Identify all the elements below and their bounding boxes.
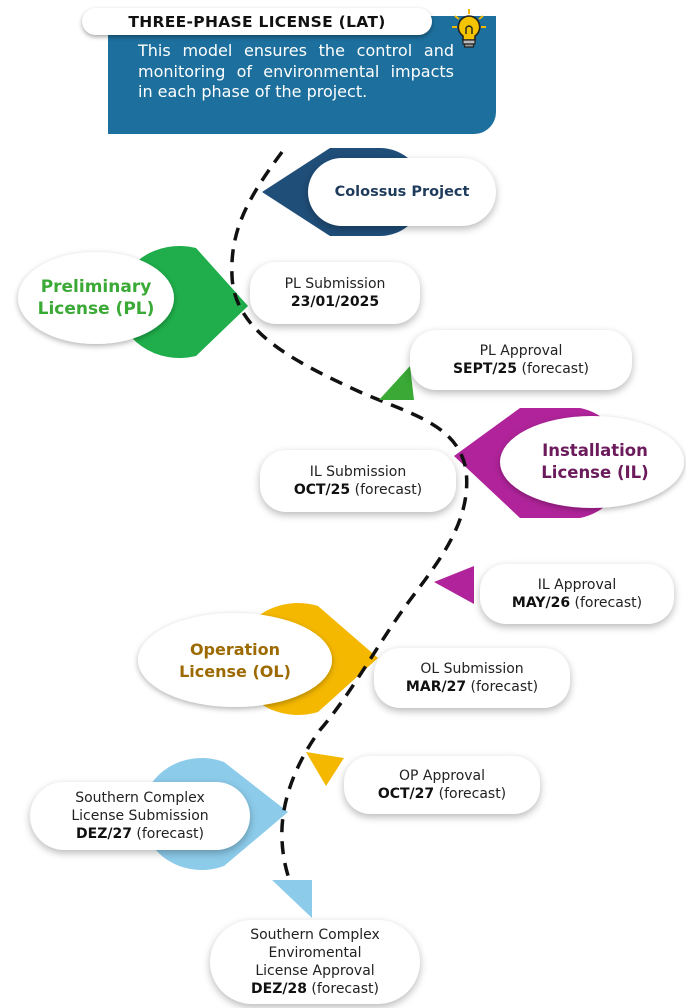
- il-submission-note: (forecast): [350, 482, 423, 498]
- pl-approval-marker: [379, 366, 414, 400]
- header-title: THREE-PHASE LICENSE (LAT): [82, 8, 432, 35]
- pl-label: Preliminary License (PL): [28, 276, 164, 320]
- il-circle: [500, 416, 684, 508]
- southern-approval-marker: [272, 880, 312, 918]
- pl-approval-note: (forecast): [517, 361, 590, 377]
- il-label: Installation License (IL): [520, 440, 670, 484]
- il-approval-pill: IL Approval MAY/26 (forecast): [480, 564, 674, 624]
- pl-label-line1: Preliminary: [40, 277, 152, 297]
- southern-approval-pill: Southern Complex Enviromental License Ap…: [210, 920, 420, 1004]
- ol-circle: [138, 613, 332, 707]
- lightbulb-icon: [452, 9, 486, 48]
- ol-label-line1: Operation: [189, 640, 281, 659]
- il-submission-pill: IL Submission OCT/25 (forecast): [260, 450, 456, 512]
- southern-submission-date: DEZ/27: [76, 826, 132, 842]
- il-label-line2: License (IL): [541, 463, 649, 482]
- ol-submission-label: OL Submission: [420, 661, 524, 677]
- pl-submission-label: PL Submission: [284, 276, 386, 292]
- southern-approval-line3: License Approval: [255, 963, 375, 979]
- il-submission-date: OCT/25: [293, 482, 351, 498]
- project-label: Colossus Project: [308, 158, 496, 226]
- southern-submission-note: (forecast): [131, 826, 204, 842]
- il-label-line1: Installation: [542, 441, 648, 460]
- southern-submission-line1: Southern Complex: [75, 790, 205, 806]
- il-approval-date: MAY/26: [511, 595, 571, 611]
- pl-circle: [18, 252, 174, 344]
- southern-approval-note: (forecast): [306, 981, 379, 997]
- southern-submission-line2: License Submission: [71, 808, 209, 824]
- pl-submission-pill: PL Submission 23/01/2025: [250, 262, 420, 324]
- op-approval-marker: [306, 752, 344, 786]
- southern-approval-line1: Southern Complex: [250, 927, 380, 943]
- pl-label-line2: License (PL): [37, 299, 155, 319]
- header-description: This model ensures the control and monit…: [138, 41, 454, 101]
- il-submission-label: IL Submission: [309, 464, 407, 480]
- header-box: [108, 16, 496, 134]
- op-approval-note: (forecast): [434, 786, 507, 802]
- ol-label: Operation License (OL): [160, 639, 310, 683]
- ol-submission-date: MAR/27: [405, 679, 467, 695]
- southern-approval-line2: Enviromental: [268, 945, 362, 961]
- op-approval-date: OCT/27: [377, 786, 435, 802]
- pl-approval-label: PL Approval: [479, 343, 563, 359]
- pl-submission-date: 23/01/2025: [290, 294, 380, 310]
- southern-approval-date: DEZ/28: [251, 981, 307, 997]
- il-approval-label: IL Approval: [537, 577, 617, 593]
- pl-approval-pill: PL Approval SEPT/25 (forecast): [410, 330, 632, 390]
- op-approval-label: OP Approval: [398, 768, 486, 784]
- southern-submission-pill: Southern Complex License Submission DEZ/…: [30, 782, 250, 850]
- ol-submission-pill: OL Submission MAR/27 (forecast): [374, 648, 570, 708]
- pl-approval-date: SEPT/25: [452, 361, 518, 377]
- il-approval-marker: [434, 566, 474, 604]
- timeline-dashed-path: [230, 150, 469, 889]
- ol-submission-note: (forecast): [466, 679, 539, 695]
- op-approval-pill: OP Approval OCT/27 (forecast): [344, 756, 540, 814]
- ol-label-line2: License (OL): [179, 662, 291, 681]
- il-approval-note: (forecast): [570, 595, 643, 611]
